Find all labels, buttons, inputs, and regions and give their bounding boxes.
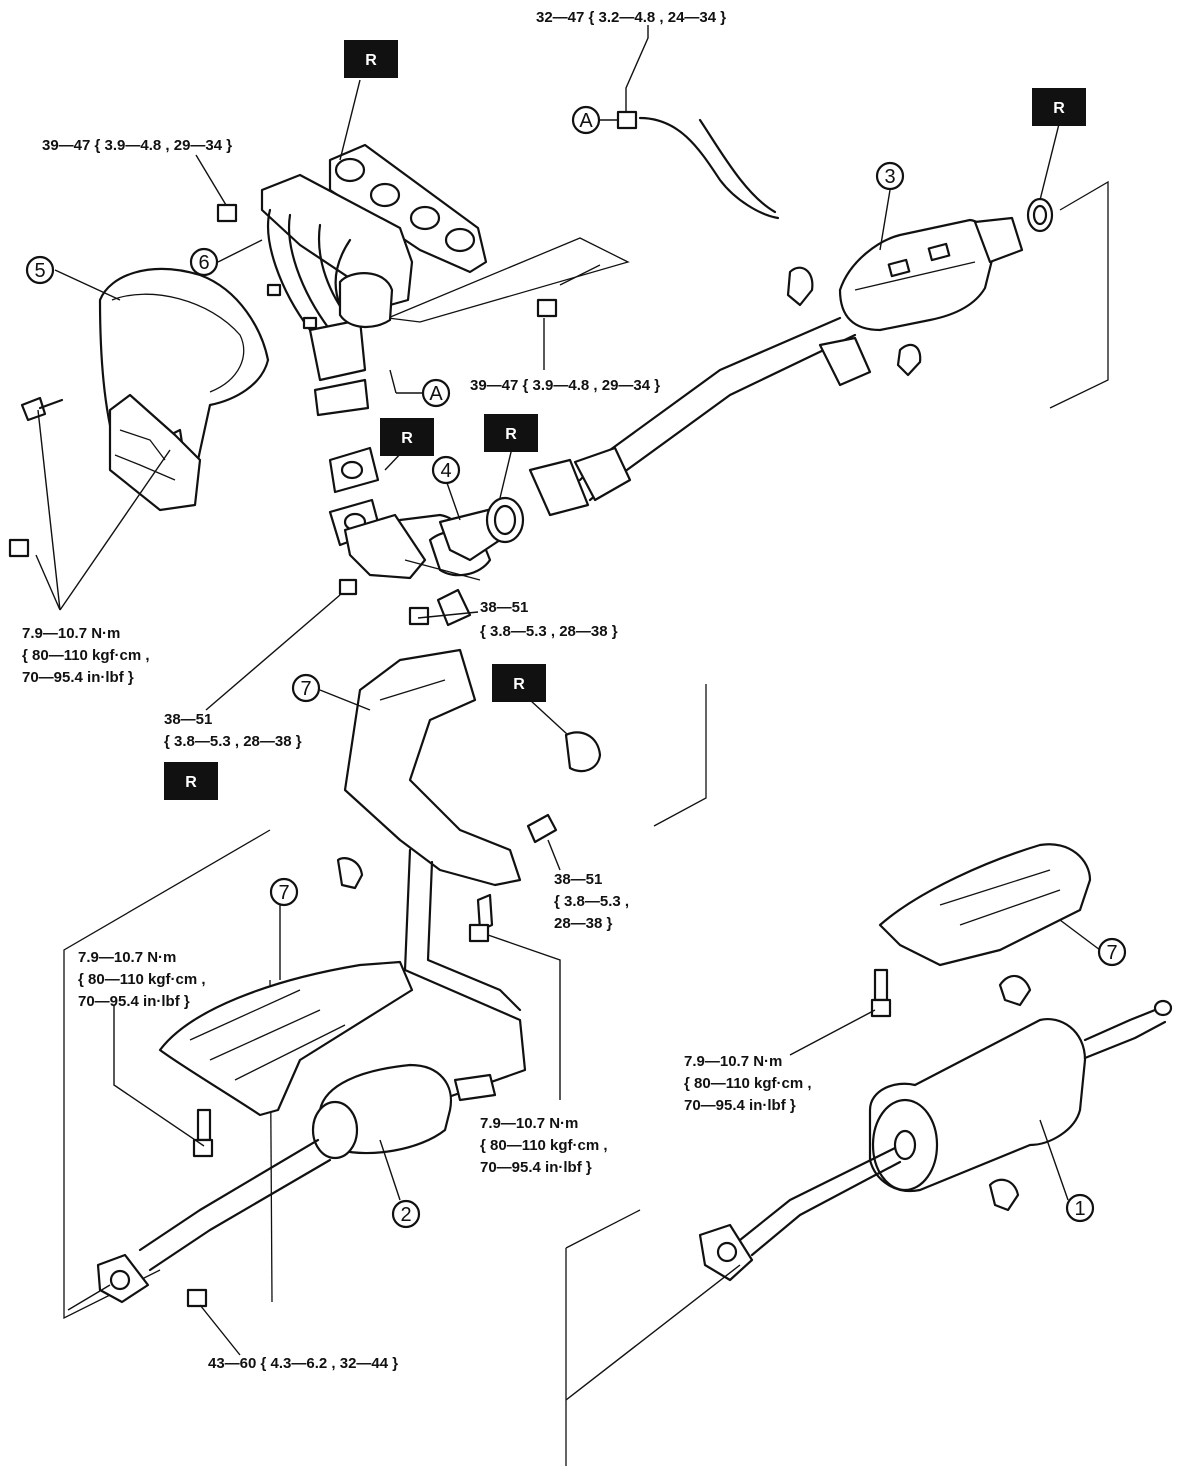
nut-icon [536, 298, 558, 318]
callout-part-7-label: 7 [300, 678, 311, 700]
torque-spec: 7.9—10.7 N·m [480, 1115, 578, 1132]
callout-part-1: 1 [1065, 1193, 1095, 1223]
torque-spec: 39—47 { 3.9—4.8 , 29—34 } [42, 137, 232, 154]
nut-icon [870, 998, 892, 1018]
callout-part-5-label: 5 [34, 260, 45, 282]
torque-spec: 70—95.4 in·lbf } [480, 1159, 592, 1176]
nut-icon [408, 606, 430, 626]
replace-marker: R [380, 418, 434, 456]
manifold-heat-shield [98, 267, 270, 512]
torque-spec: 7.9—10.7 N·m [684, 1053, 782, 1070]
torque-spec: 43—60 { 4.3—6.2 , 32—44 } [208, 1355, 398, 1372]
spring-icon [526, 813, 558, 844]
nut-icon [468, 923, 490, 943]
torque-spec: { 3.8—5.3 , 28—38 } [480, 623, 618, 640]
callout-part-2-label: 2 [400, 1204, 411, 1226]
torque-spec: 7.9—10.7 N·m [78, 949, 176, 966]
nut-icon [338, 578, 358, 596]
torque-spec: 70—95.4 in·lbf } [78, 993, 190, 1010]
torque-spec: 7.9—10.7 N·m [22, 625, 120, 642]
fasteners [8, 203, 892, 1308]
callout-a: A [396, 378, 451, 408]
replace-marker-label: R [505, 426, 517, 443]
torque-spec: 39—47 { 3.9—4.8 , 29—34 } [470, 377, 660, 394]
exhaust-manifold [260, 143, 488, 417]
callout-part-4: 4 [431, 455, 461, 485]
nut-icon [216, 203, 238, 223]
callout-part-7-label: 7 [1106, 942, 1117, 964]
replace-marker-label: R [365, 52, 377, 69]
torque-spec: { 80—110 kgf·cm , [78, 971, 206, 988]
callout-part-1-label: 1 [1074, 1198, 1085, 1220]
main-silencer [698, 843, 1173, 1282]
torque-spec: 70—95.4 in·lbf } [684, 1097, 796, 1114]
callout-part-5: 5 [25, 255, 55, 285]
nut-icon [186, 1288, 208, 1308]
torque-spec: { 80—110 kgf·cm , [22, 647, 150, 664]
replace-marker: R [164, 762, 218, 800]
replace-marker-label: R [1053, 100, 1065, 117]
callout-part-4-label: 4 [440, 460, 451, 482]
replace-marker-label: R [401, 430, 413, 447]
replace-marker-label: R [185, 774, 197, 791]
torque-spec: { 3.8—5.3 , [554, 893, 629, 910]
callout-part-6-label: 6 [198, 252, 209, 274]
replace-marker: R [492, 664, 546, 702]
torque-spec: 32—47 { 3.2—4.8 , 24—34 } [536, 9, 726, 26]
front-pipe [328, 446, 502, 581]
callout-a: A [571, 105, 618, 135]
callout-part-7: 7 [269, 877, 299, 907]
torque-spec: { 80—110 kgf·cm , [684, 1075, 812, 1092]
callout-part-2: 2 [391, 1199, 421, 1229]
bolt-icon [20, 396, 47, 422]
torque-spec: { 3.8—5.3 , 28—38 } [164, 733, 302, 750]
bolt-icon [873, 968, 889, 1002]
replace-marker: R [484, 414, 538, 452]
callout-part-6: 6 [189, 247, 219, 277]
callout-part-7: 7 [291, 673, 321, 703]
bolt-icon [476, 893, 494, 932]
center-pipe-resonator [96, 648, 527, 1304]
torque-spec: 38—51 [480, 599, 528, 616]
spring-icon [436, 588, 472, 627]
torque-spec: 28—38 } [554, 915, 613, 932]
torque-labels: 32—47 { 3.2—4.8 , 24—34 } 39—47 { 3.9—4.… [22, 9, 812, 1372]
nut-icon [192, 1138, 214, 1158]
nut-icon [8, 538, 30, 558]
bolt-icon [196, 1108, 212, 1142]
callout-a-label: A [429, 383, 443, 405]
leader-lines [35, 25, 1101, 1401]
callout-part-3-label: 3 [884, 166, 895, 188]
gasket-ring-icon [564, 731, 602, 773]
replace-marker-label: R [513, 676, 525, 693]
torque-spec: 70—95.4 in·lbf } [22, 669, 134, 686]
replace-marker: R [344, 40, 398, 78]
callout-part-7-label: 7 [278, 882, 289, 904]
torque-spec: 38—51 [554, 871, 602, 888]
callout-part-3: 3 [875, 161, 905, 191]
callout-part-7: 7 [1097, 937, 1127, 967]
torque-spec: 38—51 [164, 711, 212, 728]
catalytic-converter-pipe [485, 110, 1054, 544]
replace-marker: R [1032, 88, 1086, 126]
torque-spec: { 80—110 kgf·cm , [480, 1137, 608, 1154]
callout-a-label: A [579, 110, 593, 132]
